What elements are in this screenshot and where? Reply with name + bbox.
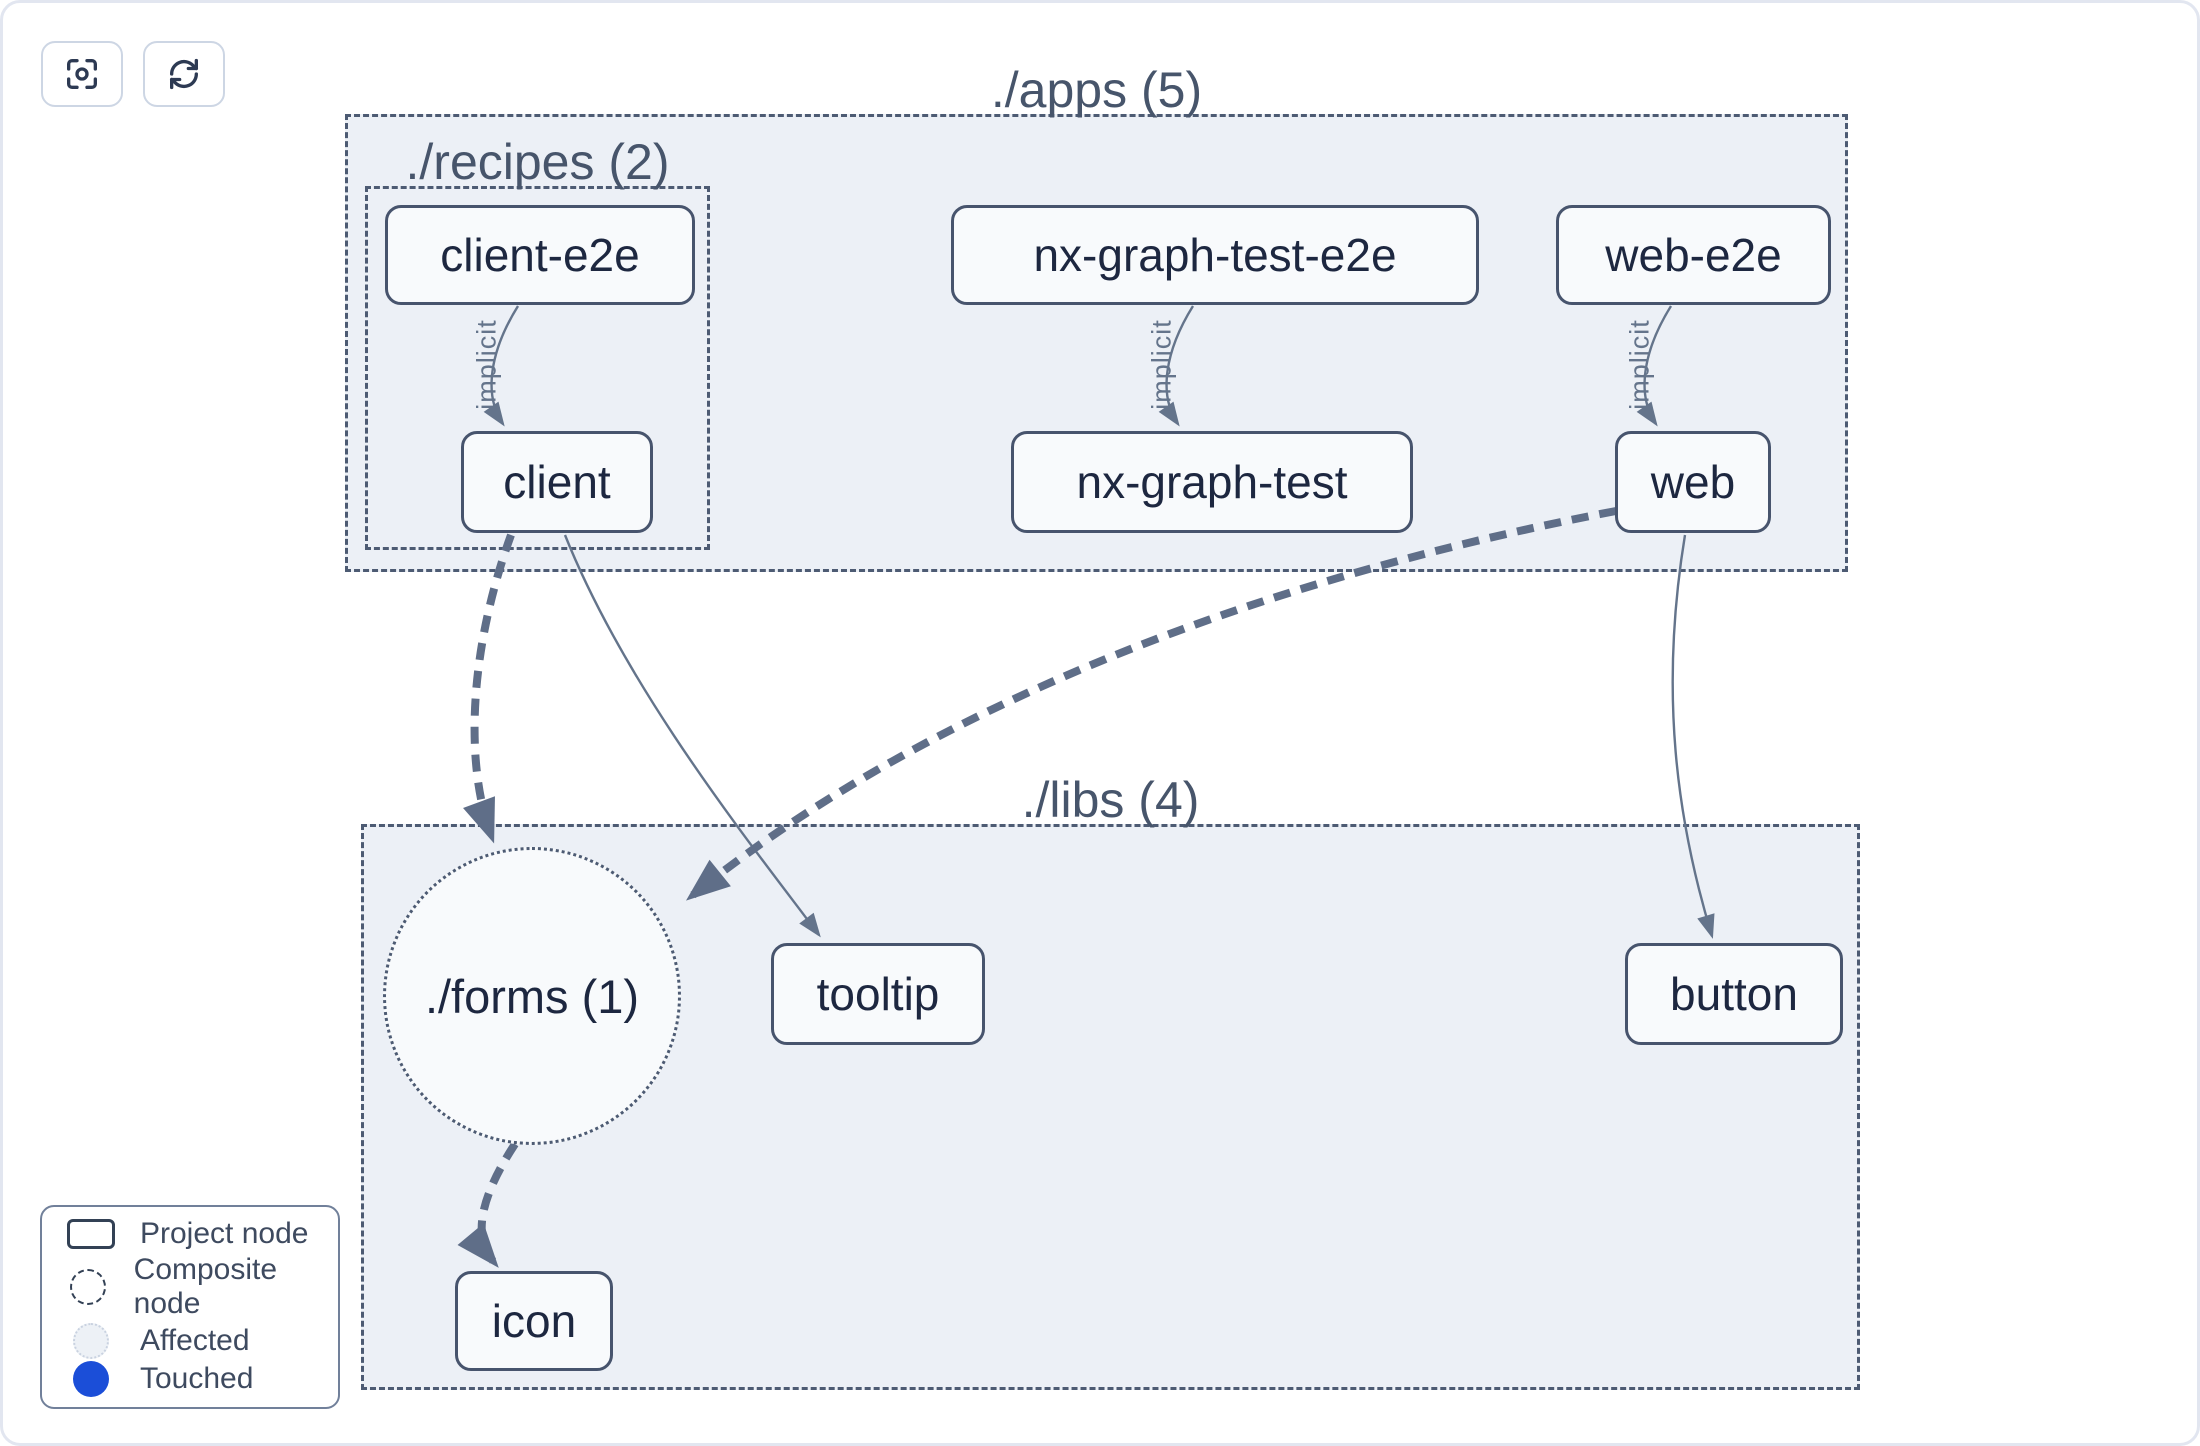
node-tooltip-label: tooltip: [816, 968, 940, 1020]
node-nx-graph-test-e2e-label: nx-graph-test-e2e: [1033, 229, 1397, 281]
refresh-cycle-icon: [164, 54, 204, 94]
node-nx-graph-test-label: nx-graph-test: [1076, 456, 1348, 508]
node-client[interactable]: client: [461, 431, 653, 533]
group-libs-label[interactable]: ./libs (4): [1021, 772, 1200, 828]
legend-label-touched: Touched: [140, 1362, 254, 1395]
node-icon[interactable]: icon: [455, 1271, 613, 1371]
edges-layer: [457, 305, 1715, 1268]
group-recipes-label[interactable]: ./recipes (2): [405, 134, 670, 190]
node-client-e2e-label: client-e2e: [440, 229, 640, 281]
edge-forms-icon[interactable]: [457, 1141, 519, 1268]
legend-label-project-node: Project node: [140, 1217, 309, 1250]
edge-client-tooltip[interactable]: [563, 534, 821, 938]
node-web-e2e-label: web-e2e: [1605, 229, 1782, 281]
legend-row-project-node: Project node: [42, 1217, 338, 1251]
edge-client-forms[interactable]: [463, 533, 515, 844]
node-web[interactable]: web: [1615, 431, 1771, 533]
node-button-label: button: [1670, 968, 1798, 1020]
legend-label-composite-node: Composite node: [133, 1253, 278, 1320]
legend: Project node Composite node Affected Tou…: [40, 1205, 340, 1409]
node-nx-graph-test[interactable]: nx-graph-test: [1011, 431, 1413, 533]
edge-web-forms[interactable]: [686, 507, 1617, 901]
composite-node-forms[interactable]: ./forms (1): [383, 847, 681, 1145]
edge-web-button[interactable]: [1671, 534, 1715, 939]
reset-focus-button[interactable]: [41, 41, 123, 107]
legend-row-touched: Touched: [42, 1361, 338, 1397]
node-button[interactable]: button: [1625, 943, 1843, 1045]
legend-row-affected: Affected: [42, 1323, 338, 1359]
group-apps-label[interactable]: ./apps (5): [990, 62, 1203, 118]
node-web-label: web: [1650, 456, 1736, 508]
affected-circle-icon: [42, 1323, 140, 1359]
node-web-e2e[interactable]: web-e2e: [1556, 205, 1831, 305]
composite-node-circle-icon: [42, 1269, 134, 1305]
edge-label-implicit-web: implicit: [1624, 319, 1655, 410]
edge-nx-graph-test-e2e-nx-graph-test[interactable]: [1158, 305, 1195, 427]
edge-label-implicit-client: implicit: [471, 319, 502, 410]
legend-label-affected: Affected: [140, 1324, 250, 1357]
legend-row-composite-node: Composite node: [42, 1253, 338, 1321]
node-nx-graph-test-e2e[interactable]: nx-graph-test-e2e: [951, 205, 1479, 305]
composite-node-forms-label: ./forms (1): [424, 969, 640, 1023]
crosshair-scan-icon: [62, 54, 102, 94]
refresh-graph-button[interactable]: [143, 41, 225, 107]
group-recipes: ./recipes (2): [365, 134, 710, 550]
node-icon-label: icon: [491, 1295, 577, 1347]
node-client-label: client: [503, 456, 611, 508]
node-tooltip[interactable]: tooltip: [771, 943, 985, 1045]
edge-web-e2e-web[interactable]: [1636, 305, 1673, 427]
edge-label-implicit-nx-graph-test: implicit: [1146, 319, 1177, 410]
node-client-e2e[interactable]: client-e2e: [385, 205, 695, 305]
edge-client-e2e-client[interactable]: [483, 305, 520, 427]
touched-circle-icon: [42, 1361, 140, 1397]
project-node-rect-icon: [42, 1219, 140, 1249]
